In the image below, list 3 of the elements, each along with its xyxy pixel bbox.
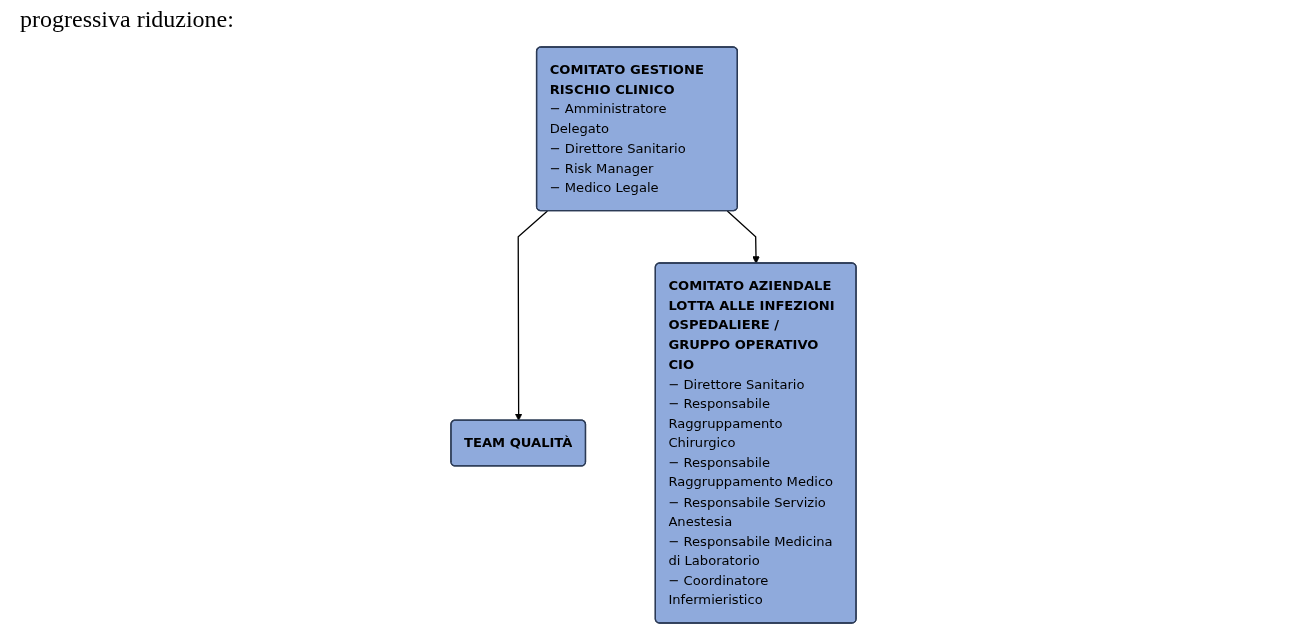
arrow — [514, 210, 549, 421]
arrow — [726, 210, 760, 264]
note-text: progressiva riduzione: — [20, 6, 234, 33]
